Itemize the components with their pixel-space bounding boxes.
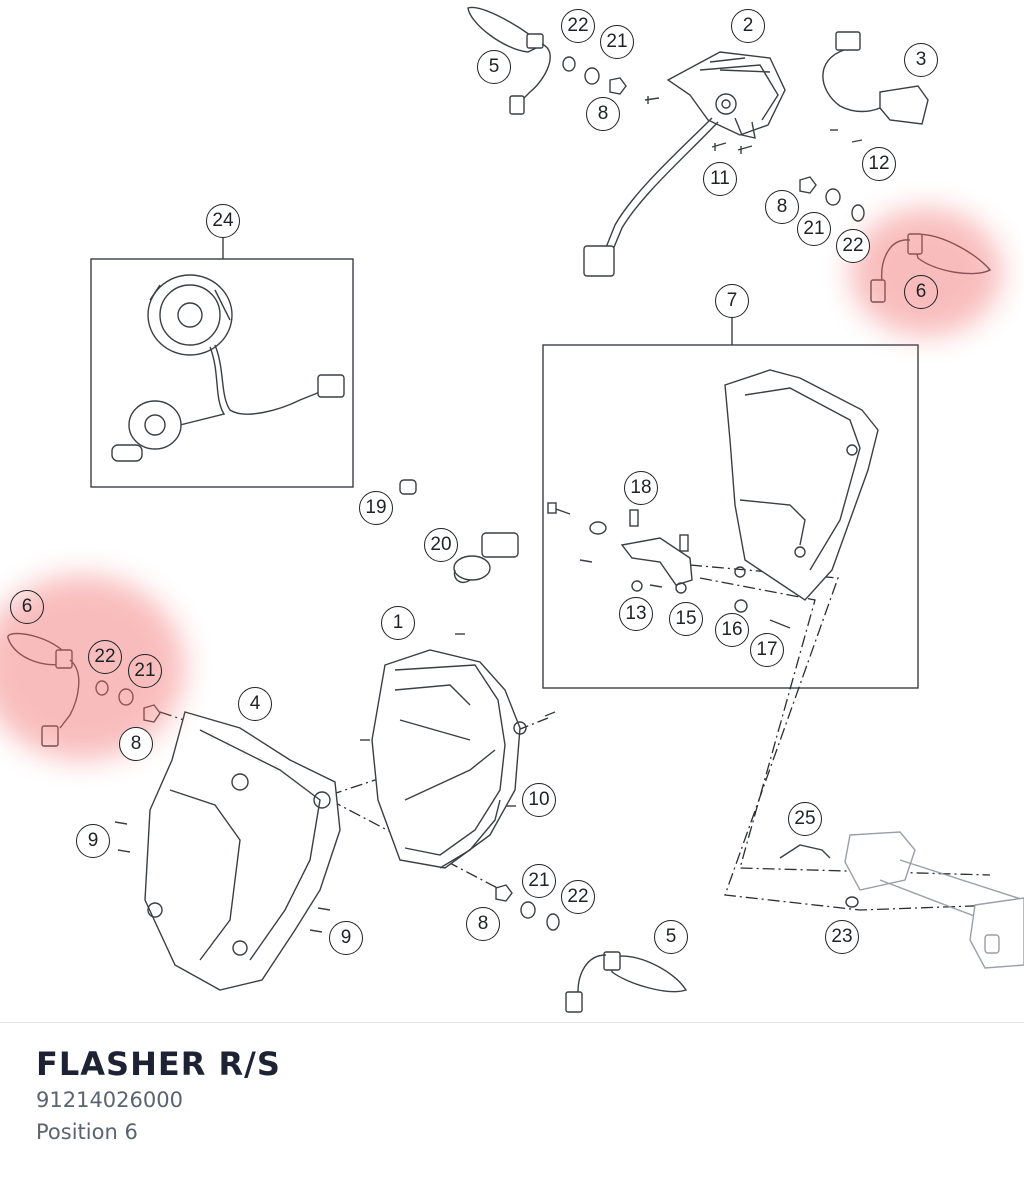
exploded-parts-diagram (7, 6, 1024, 1013)
mounting-bracket-drawing (620, 369, 879, 601)
callout-22-top[interactable]: 22 (561, 9, 595, 43)
callout-24[interactable]: 24 (206, 204, 240, 238)
callout-21-top[interactable]: 21 (600, 25, 634, 59)
callout-20[interactable]: 20 (424, 528, 458, 562)
callout-21-right[interactable]: 21 (797, 212, 831, 246)
callout-5-bottom[interactable]: 5 (654, 920, 688, 954)
callout-21-bottom[interactable]: 21 (522, 864, 556, 898)
part-number: 91214026000 (36, 1088, 183, 1112)
license-light-drawing (822, 31, 929, 125)
callout-3[interactable]: 3 (904, 43, 938, 77)
part-name: FLASHER R/S (36, 1045, 281, 1083)
callout-15[interactable]: 15 (669, 602, 703, 636)
flasher-right-drawing (870, 233, 992, 303)
callout-8-right[interactable]: 8 (765, 190, 799, 224)
part-info-panel: FLASHER R/S 91214026000 Position 6 (0, 1022, 1024, 1177)
inset-box-7 (542, 344, 919, 689)
part-position: Position 6 (36, 1120, 138, 1144)
callout-2[interactable]: 2 (731, 9, 765, 43)
flasher-top-left-drawing (467, 6, 551, 115)
bulb-19-drawing (399, 479, 417, 495)
callout-11[interactable]: 11 (703, 162, 737, 196)
callout-8-top[interactable]: 8 (586, 97, 620, 131)
callout-8-bottom[interactable]: 8 (466, 907, 500, 941)
headlight-socket-drawing (111, 274, 345, 462)
bulb-20-drawing (453, 532, 519, 584)
callout-22-left[interactable]: 22 (88, 640, 122, 674)
flasher-left-drawing (7, 632, 80, 747)
callout-22-right[interactable]: 22 (836, 229, 870, 263)
inset-box-24 (90, 258, 354, 488)
callout-9-left[interactable]: 9 (76, 824, 110, 858)
callout-6-right[interactable]: 6 (904, 275, 938, 309)
callout-1[interactable]: 1 (381, 606, 415, 640)
callout-19[interactable]: 19 (359, 491, 393, 525)
callout-7[interactable]: 7 (715, 284, 749, 318)
callout-8-left[interactable]: 8 (119, 727, 153, 761)
callout-13[interactable]: 13 (619, 597, 653, 631)
callout-22-bottom[interactable]: 22 (561, 880, 595, 914)
headlight-drawing (371, 649, 527, 869)
callout-25[interactable]: 25 (788, 802, 822, 836)
callout-23[interactable]: 23 (825, 920, 859, 954)
callout-4[interactable]: 4 (238, 687, 272, 721)
callout-12[interactable]: 12 (862, 147, 896, 181)
callout-16[interactable]: 16 (715, 613, 749, 647)
tail-light-drawing (583, 51, 786, 277)
callout-21-left[interactable]: 21 (128, 654, 162, 688)
flasher-bottom-drawing (565, 951, 688, 1013)
callout-10[interactable]: 10 (522, 783, 556, 817)
handlebar-switch-drawing (779, 831, 1024, 969)
callout-17[interactable]: 17 (750, 633, 784, 667)
callout-18[interactable]: 18 (624, 471, 658, 505)
callout-6-left[interactable]: 6 (10, 590, 44, 624)
headlight-mask-drawing (144, 711, 341, 991)
callout-5-top[interactable]: 5 (477, 50, 511, 84)
callout-9-bottom[interactable]: 9 (329, 921, 363, 955)
